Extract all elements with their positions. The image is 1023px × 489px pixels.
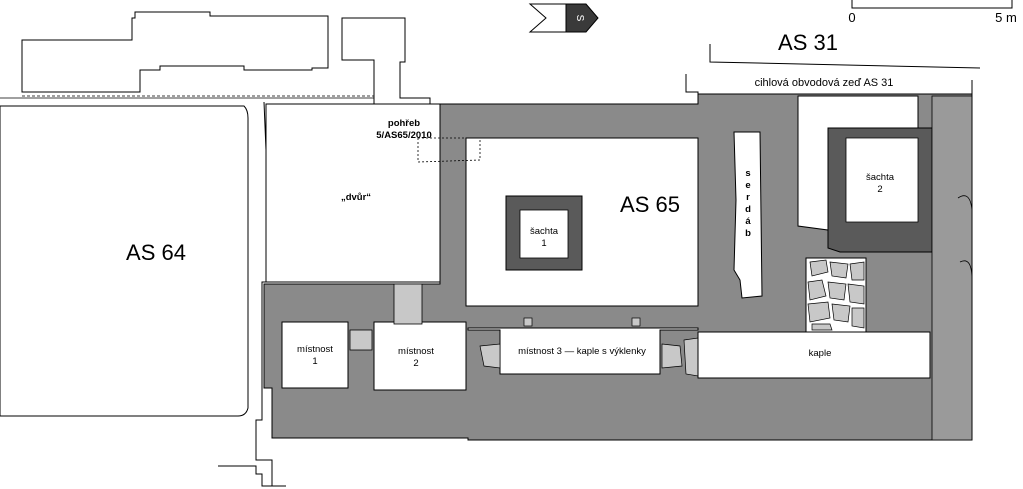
room1-room2-passage	[349, 329, 373, 351]
label-room1-line1: místnost	[297, 344, 333, 355]
east-outline	[957, 94, 973, 440]
scale-bar-line	[851, 0, 1013, 9]
label-room2-line1: místnost	[398, 346, 434, 357]
room2	[373, 321, 467, 391]
north-arrow: S	[528, 3, 599, 33]
north-corridor-outline	[341, 17, 431, 107]
northern-outline	[21, 11, 329, 93]
room3-niches	[479, 317, 699, 377]
room3	[467, 327, 699, 375]
north-arrow-head	[565, 3, 599, 33]
as64-block	[0, 105, 249, 417]
label-courtyard: „dvůr“	[341, 192, 371, 203]
label-shaft1-line2: 1	[541, 238, 546, 249]
scale-bar: 0 5 m	[848, 0, 1017, 25]
courtyard-area	[265, 103, 441, 283]
label-chapel: kaple	[809, 348, 832, 359]
courtyard-passage	[393, 283, 423, 325]
shaft1-opening	[519, 209, 569, 259]
label-burial-line1: pohřeb	[388, 118, 420, 129]
label-serdab-letter: s	[745, 168, 750, 179]
chapel	[697, 331, 931, 379]
label-serdab-letter: b	[745, 228, 751, 239]
north-arrow-tail	[528, 3, 567, 33]
label-serdab-letter: r	[746, 192, 750, 203]
label-shaft1-line1: šachta	[530, 226, 559, 237]
label-room2-line2: 2	[413, 358, 418, 369]
shaft2-east-wall	[931, 95, 973, 441]
room1	[281, 321, 349, 389]
label-shaft2-line1: šachta	[866, 172, 895, 183]
serdab	[733, 131, 763, 299]
as31-boundary	[709, 44, 981, 69]
label-as64: AS 64	[126, 240, 186, 265]
label-wall-as31: cihlová obvodová zeď AS 31	[755, 77, 894, 89]
shaft2-opening	[845, 137, 919, 223]
label-burial-line2: 5/AS65/2010	[376, 130, 431, 141]
label-room3: místnost 3 — kaple s výklenky	[518, 346, 646, 357]
scale-bar-start-label: 0	[848, 10, 855, 25]
scale-bar-end-label: 5 m	[995, 10, 1017, 25]
label-as31: AS 31	[778, 30, 838, 55]
label-serdab-letter: d	[745, 204, 751, 215]
north-arrow-label: S	[574, 15, 585, 22]
label-room1-line2: 1	[312, 356, 317, 367]
label-as65: AS 65	[620, 192, 680, 217]
label-shaft2-line2: 2	[877, 184, 882, 195]
southern-outline	[218, 465, 286, 487]
rubble-stones	[807, 259, 865, 331]
label-serdab-letter: á	[745, 216, 751, 227]
label-serdab-letter: e	[745, 180, 750, 191]
burial-outline	[417, 137, 481, 163]
